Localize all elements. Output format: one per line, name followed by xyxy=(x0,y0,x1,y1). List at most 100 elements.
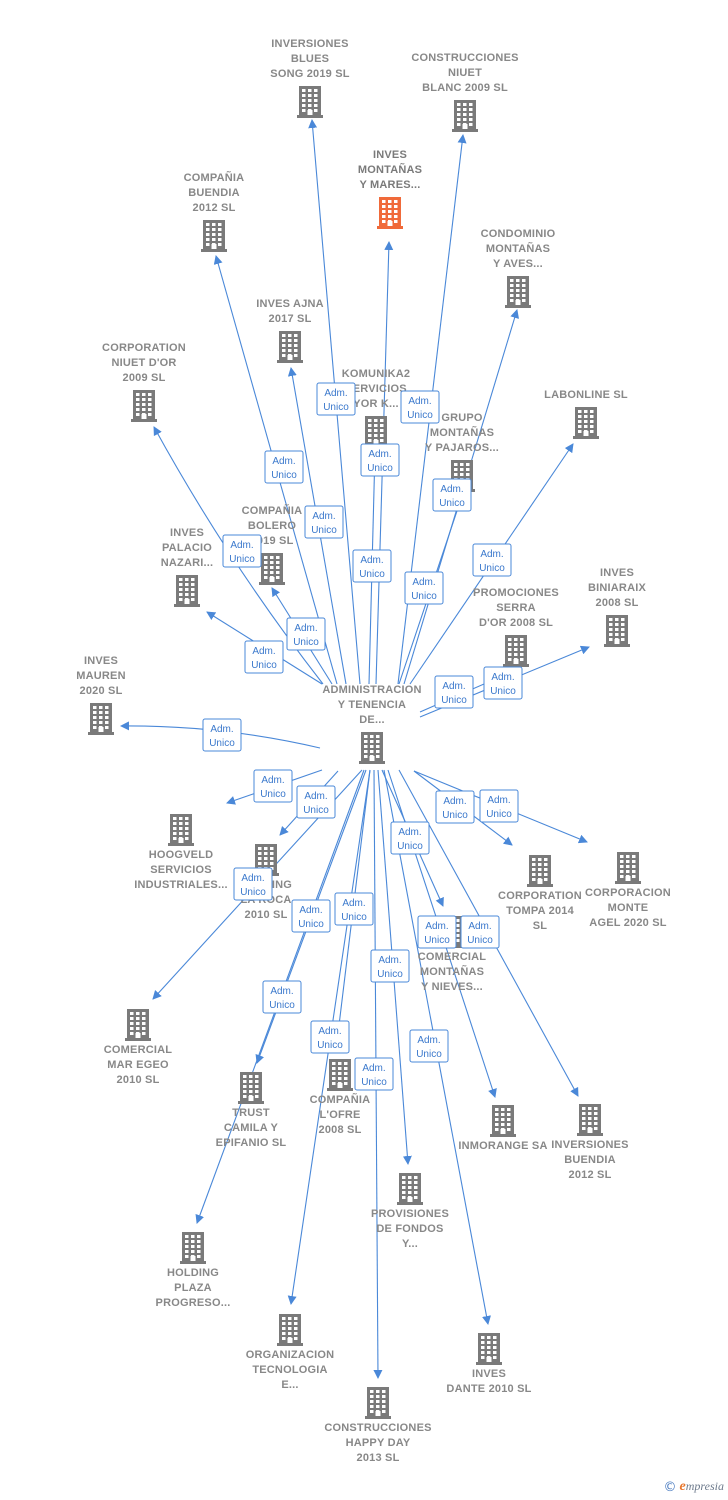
role-badge-holding-plaza-progreso[interactable]: Adm.Unico xyxy=(262,980,302,1014)
role-badge-text: Adm. xyxy=(360,555,383,566)
company-label-line: SERRA xyxy=(496,602,536,614)
role-badge-box xyxy=(352,549,392,583)
role-badge-corporation-tompa-2014[interactable]: Adm.Unico xyxy=(435,790,475,824)
role-badge-inves-biniaraix-2008[interactable]: Adm.Unico xyxy=(483,666,523,700)
role-badge-inversiones-blues-song-2019[interactable]: Adm.Unico xyxy=(316,382,356,416)
company-node-holding-plaza-progreso[interactable]: HOLDINGPLAZAPROGRESO... xyxy=(156,1232,231,1309)
company-node-organizacion-tecnologia[interactable]: ORGANIZACIONTECNOLOGIAE... xyxy=(246,1314,335,1391)
role-badge-construcciones-niuet-blanc-2009[interactable]: Adm.Unico xyxy=(400,390,440,424)
role-badge-text: Adm. xyxy=(417,1035,440,1046)
building-icon xyxy=(238,1072,264,1104)
role-badge-inves-ajna-2017[interactable]: Adm.Unico xyxy=(304,505,344,539)
role-badge-comercial-mar-egeo-2010[interactable]: Adm.Unico xyxy=(233,867,273,901)
company-label-line: BINIARAIX xyxy=(588,582,646,594)
company-node-inves-palacio-nazari[interactable]: INVESPALACIONAZARI... xyxy=(161,527,214,607)
role-badge-text: Adm. xyxy=(272,456,295,467)
role-badge-compania-l-ofre-2008[interactable]: Adm.Unico xyxy=(334,892,374,926)
role-badge-compania-bolero-2019[interactable]: Adm.Unico xyxy=(286,617,326,651)
building-icon xyxy=(527,855,553,887)
role-badge-trust-camila-y-epifanio[interactable]: Adm.Unico xyxy=(291,899,331,933)
company-label-line: SONG 2019 SL xyxy=(270,68,350,80)
building-icon xyxy=(201,220,227,252)
role-badge-text: Unico xyxy=(229,554,255,565)
role-badge-holding-la-roca-2010[interactable]: Adm.Unico xyxy=(296,785,336,819)
role-badge-text: Unico xyxy=(293,637,319,648)
role-badge-text: Unico xyxy=(479,563,505,574)
role-badge-corporacion-monte-agel-2020[interactable]: Adm.Unico xyxy=(479,789,519,823)
company-label-line: CAMILA Y xyxy=(224,1122,279,1134)
role-badge-text: Adm. xyxy=(412,577,435,588)
company-label-line: MAR EGEO xyxy=(107,1059,169,1071)
role-badge-construcciones-happy-day-2013[interactable]: Adm.Unico xyxy=(354,1057,394,1091)
company-label-line: EPIFANIO SL xyxy=(216,1137,287,1149)
role-badge-organizacion-tecnologia[interactable]: Adm.Unico xyxy=(310,1020,350,1054)
building-icon xyxy=(604,615,630,647)
role-badge-grupo-montanas-y-pajaros[interactable]: Adm.Unico xyxy=(404,571,444,605)
role-badge-text: Unico xyxy=(311,525,337,536)
role-badge-text: Unico xyxy=(271,470,297,481)
company-node-labonline[interactable]: LABONLINE SL xyxy=(544,389,628,439)
role-badge-text: Adm. xyxy=(408,396,431,407)
role-badge-labonline[interactable]: Adm.Unico xyxy=(472,543,512,577)
role-badge-text: Unico xyxy=(424,935,450,946)
copyright-icon: © xyxy=(663,1479,677,1495)
company-label-line: L'OFRE xyxy=(319,1109,360,1121)
role-badge-text: Adm. xyxy=(487,795,510,806)
role-badge-box xyxy=(409,1029,449,1063)
role-badge-hoogveld-servicios-industriales[interactable]: Adm.Unico xyxy=(253,769,293,803)
role-badge-inves-dante-2010[interactable]: Adm.Unico xyxy=(409,1029,449,1063)
role-badge-condominio-montanas-y-aves[interactable]: Adm.Unico xyxy=(432,478,472,512)
role-badge-inves-mauren-2020[interactable]: Adm.Unico xyxy=(202,718,242,752)
role-badge-provisiones-de-fondos[interactable]: Adm.Unico xyxy=(370,949,410,983)
company-label-line: ORGANIZACION xyxy=(246,1349,335,1361)
role-badge-inversiones-buendia-2012[interactable]: Adm.Unico xyxy=(460,915,500,949)
role-badge-komunika2-servicios-yor[interactable]: Adm.Unico xyxy=(352,549,392,583)
company-label-line: CORPORATION xyxy=(102,342,186,354)
company-label-line: 2012 SL xyxy=(569,1169,612,1181)
role-badge-corporation-niuet-d-or-2009[interactable]: Adm.Unico xyxy=(222,534,262,568)
company-label-line: INVES xyxy=(170,527,204,539)
role-badge-inves-palacio-nazari[interactable]: Adm.Unico xyxy=(244,640,284,674)
role-badge-comercial-montanas-y-nieves[interactable]: Adm.Unico xyxy=(390,821,430,855)
company-label-line: PALACIO xyxy=(162,542,212,554)
company-label-line: LABONLINE SL xyxy=(544,389,628,401)
building-icon xyxy=(327,1059,353,1091)
footer-brand[interactable]: © empresia xyxy=(664,1478,724,1496)
role-badge-promociones-serra-d-or-2008[interactable]: Adm.Unico xyxy=(434,675,474,709)
role-badge-inmorange[interactable]: Adm.Unico xyxy=(417,915,457,949)
building-icon xyxy=(615,852,641,884)
company-node-hoogveld-servicios-industriales[interactable]: HOOGVELDSERVICIOSINDUSTRIALES... xyxy=(134,814,228,891)
building-icon-highlighted xyxy=(377,197,403,229)
role-badge-text: Unico xyxy=(361,1077,387,1088)
role-badge-text: Adm. xyxy=(443,796,466,807)
company-node-inmorange[interactable]: INMORANGE SA xyxy=(458,1105,547,1152)
role-badge-text: Adm. xyxy=(318,1026,341,1037)
company-label-line: INVES xyxy=(472,1368,506,1380)
company-label-line: PROMOCIONES xyxy=(473,587,559,599)
role-badge-inves-montanas-y-mares[interactable]: Adm.Unico xyxy=(360,443,400,477)
role-badge-compania-buendia-2012[interactable]: Adm. Unico xyxy=(264,450,304,484)
company-label-line: MONTE xyxy=(608,902,649,914)
